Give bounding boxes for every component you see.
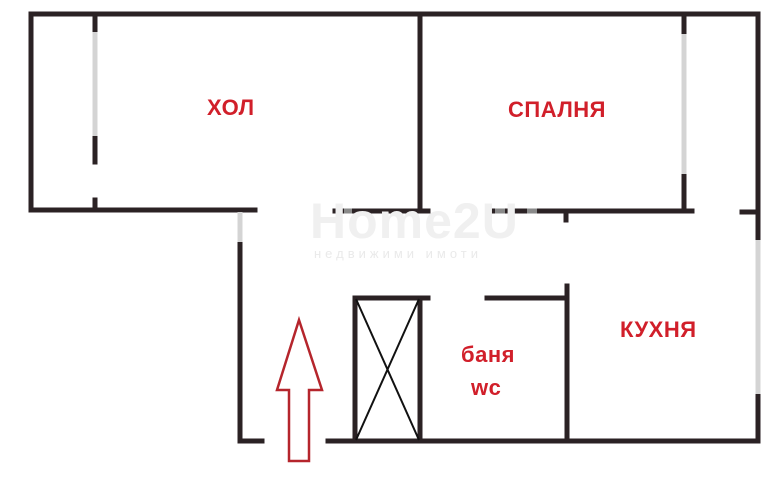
shaft-cross <box>355 298 420 441</box>
windows <box>92 32 761 394</box>
room-label-bedroom: СПАЛНЯ <box>508 97 606 122</box>
entrance-arrow-icon <box>275 315 324 463</box>
walls <box>28 11 761 444</box>
room-label-hall: ХОЛ <box>207 95 255 120</box>
room-label-bathroom: баня <box>461 342 515 367</box>
room-label-kitchen: КУХНЯ <box>620 317 697 342</box>
room-label-wc: wc <box>471 375 502 400</box>
